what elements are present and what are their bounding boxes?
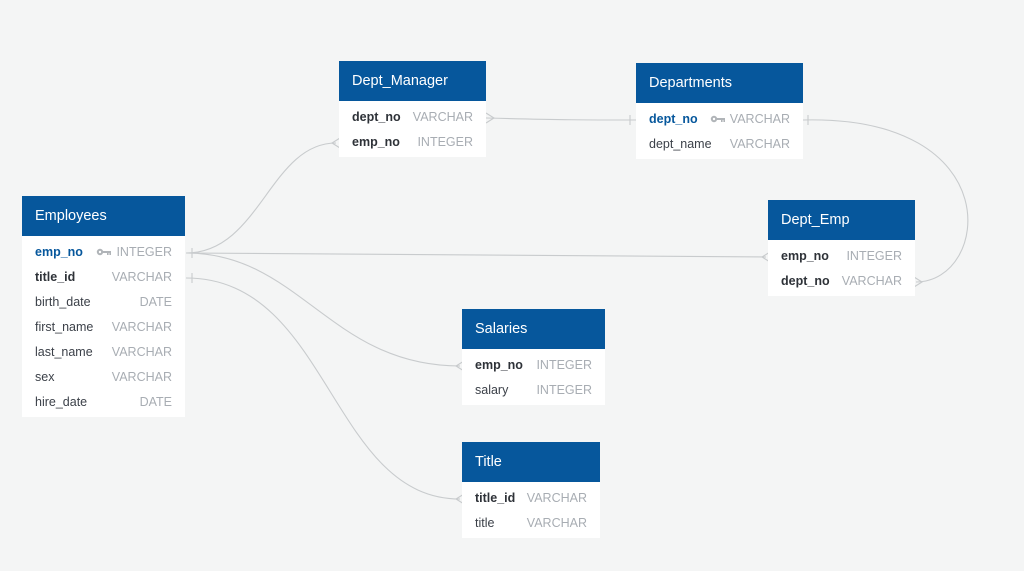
link-employees-salaries[interactable] bbox=[185, 252, 465, 372]
table-dept-manager[interactable]: Dept_Manager dept_no VARCHAR emp_no INTE… bbox=[339, 61, 486, 157]
column-type: VARCHAR bbox=[111, 369, 172, 384]
column-name: last_name bbox=[35, 344, 93, 359]
column-type: INTEGER bbox=[417, 134, 473, 149]
column-row[interactable]: salary INTEGER bbox=[462, 377, 605, 402]
link-employees-dept-manager[interactable] bbox=[185, 137, 341, 258]
table-title: Title bbox=[475, 454, 502, 470]
column-type: VARCHAR bbox=[841, 273, 902, 288]
column-type: VARCHAR bbox=[412, 109, 473, 124]
table-title: Salaries bbox=[475, 321, 528, 337]
column-name: dept_no bbox=[352, 109, 401, 124]
table-departments[interactable]: Departments dept_no VARCHAR dept_name VA… bbox=[636, 63, 803, 159]
table-title-entity[interactable]: Title title_id VARCHAR title VARCHAR bbox=[462, 442, 600, 538]
column-name: emp_no bbox=[35, 244, 83, 259]
table-title: Employees bbox=[35, 208, 107, 224]
column-name: title_id bbox=[475, 490, 516, 505]
column-name: dept_name bbox=[649, 136, 712, 151]
column-row[interactable]: sex VARCHAR bbox=[22, 364, 185, 389]
column-row[interactable]: emp_no INTEGER bbox=[462, 352, 605, 377]
column-type: INTEGER bbox=[536, 382, 592, 397]
column-row[interactable]: emp_no INTEGER bbox=[768, 243, 915, 268]
table-header[interactable]: Dept_Emp bbox=[768, 200, 915, 240]
column-type: VARCHAR bbox=[111, 269, 172, 284]
column-type: VARCHAR bbox=[111, 344, 172, 359]
column-name: sex bbox=[35, 369, 55, 384]
column-row[interactable]: emp_no INTEGER bbox=[22, 239, 185, 264]
column-type: VARCHAR bbox=[729, 111, 790, 126]
column-name: dept_no bbox=[649, 111, 698, 126]
column-name: salary bbox=[475, 382, 509, 397]
column-row[interactable]: birth_date DATE bbox=[22, 289, 185, 314]
table-salaries[interactable]: Salaries emp_no INTEGER salary INTEGER bbox=[462, 309, 605, 405]
link-employees-title[interactable] bbox=[185, 273, 465, 505]
table-header[interactable]: Title bbox=[462, 442, 600, 482]
column-name: emp_no bbox=[475, 357, 523, 372]
table-header[interactable]: Salaries bbox=[462, 309, 605, 349]
column-type: VARCHAR bbox=[526, 490, 587, 505]
column-row[interactable]: dept_no VARCHAR bbox=[339, 104, 486, 129]
column-name: emp_no bbox=[352, 134, 400, 149]
column-row[interactable]: dept_no VARCHAR bbox=[768, 268, 915, 293]
table-header[interactable]: Employees bbox=[22, 196, 185, 236]
table-employees[interactable]: Employees emp_no INTEGER title_id VARCHA… bbox=[22, 196, 185, 417]
column-name: first_name bbox=[35, 319, 94, 334]
table-header[interactable]: Dept_Manager bbox=[339, 61, 486, 101]
table-dept-emp[interactable]: Dept_Emp emp_no INTEGER dept_no VARCHAR bbox=[768, 200, 915, 296]
column-type: VARCHAR bbox=[111, 319, 172, 334]
primary-key-icon bbox=[97, 248, 112, 255]
column-row[interactable]: dept_no VARCHAR bbox=[636, 106, 803, 131]
column-type: INTEGER bbox=[846, 248, 902, 263]
column-type: DATE bbox=[139, 394, 172, 409]
link-employees-dept-emp[interactable] bbox=[185, 251, 771, 263]
table-title: Departments bbox=[649, 75, 733, 91]
column-name: dept_no bbox=[781, 273, 830, 288]
column-type: INTEGER bbox=[116, 244, 172, 259]
column-type: VARCHAR bbox=[526, 515, 587, 530]
column-row[interactable]: title_id VARCHAR bbox=[462, 485, 600, 510]
link-departments-dept-emp[interactable] bbox=[802, 115, 969, 288]
column-row[interactable]: title_id VARCHAR bbox=[22, 264, 185, 289]
column-type: VARCHAR bbox=[729, 136, 790, 151]
column-row[interactable]: first_name VARCHAR bbox=[22, 314, 185, 339]
column-name: emp_no bbox=[781, 248, 829, 263]
column-name: title_id bbox=[35, 269, 76, 284]
column-row[interactable]: dept_name VARCHAR bbox=[636, 131, 803, 156]
table-title: Dept_Emp bbox=[781, 212, 850, 228]
column-type: INTEGER bbox=[536, 357, 592, 372]
column-row[interactable]: hire_date DATE bbox=[22, 389, 185, 414]
column-type: DATE bbox=[139, 294, 172, 309]
primary-key-icon bbox=[710, 115, 725, 122]
table-header[interactable]: Departments bbox=[636, 63, 803, 103]
column-row[interactable]: emp_no INTEGER bbox=[339, 129, 486, 154]
link-departments-dept-manager[interactable] bbox=[485, 112, 637, 125]
column-row[interactable]: last_name VARCHAR bbox=[22, 339, 185, 364]
column-row[interactable]: title VARCHAR bbox=[462, 510, 600, 535]
column-name: birth_date bbox=[35, 294, 91, 309]
table-title: Dept_Manager bbox=[352, 73, 448, 89]
column-name: hire_date bbox=[35, 394, 88, 409]
column-name: title bbox=[475, 515, 495, 530]
